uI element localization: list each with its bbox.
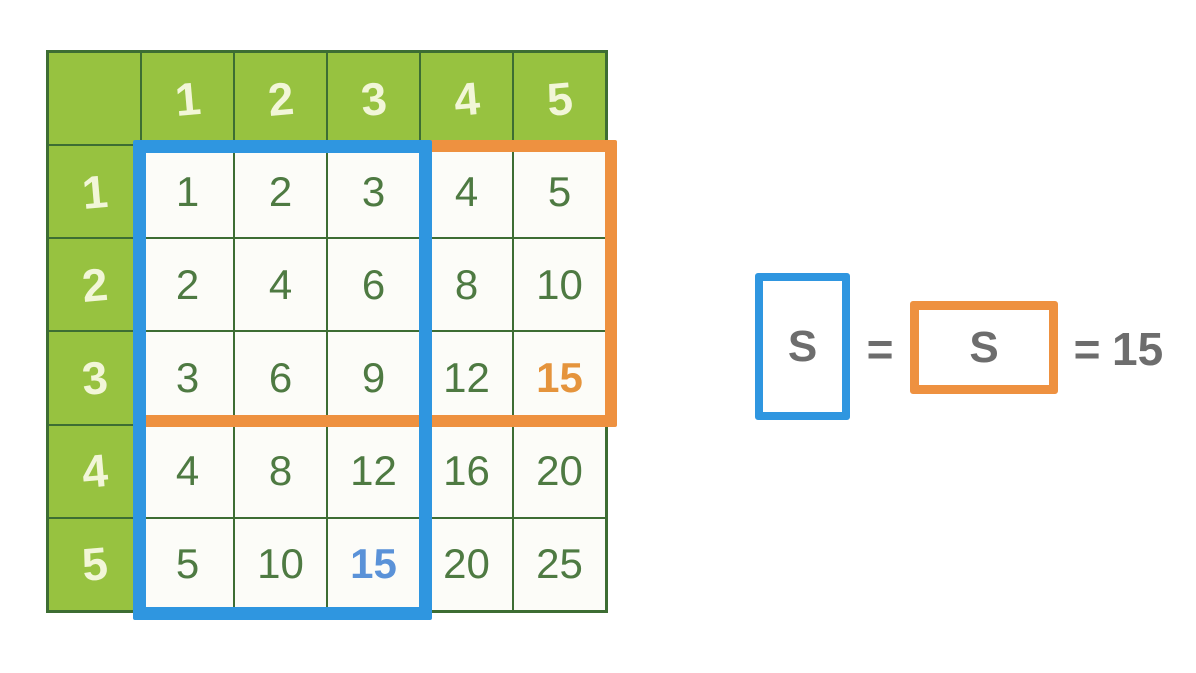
col-header-1-label: 1 bbox=[172, 71, 203, 126]
table-cell-r5c5: 25 bbox=[514, 518, 605, 610]
row-header-2: 2 bbox=[49, 239, 140, 331]
orange-sum-box: S bbox=[910, 301, 1058, 394]
row-header-3: 3 bbox=[49, 332, 140, 424]
blue-region-outline bbox=[133, 140, 432, 620]
table-cell-r5c4: 20 bbox=[421, 518, 512, 610]
table-corner-cell bbox=[49, 53, 140, 145]
table-cell-r5c2: 10 bbox=[235, 518, 326, 610]
col-header-5: 5 bbox=[514, 53, 605, 145]
table-cell-r3c2: 6 bbox=[235, 332, 326, 424]
table-cell-r2c3: 6 bbox=[328, 239, 419, 331]
row-header-1-label: 1 bbox=[79, 164, 110, 219]
table-cell-r2c3-label: 6 bbox=[361, 260, 386, 308]
col-header-4-label: 4 bbox=[451, 71, 482, 126]
table-cell-r1c5-label: 5 bbox=[547, 167, 572, 215]
table-cell-r5c1-label: 5 bbox=[175, 540, 200, 588]
equals-sign-1: = bbox=[866, 323, 894, 375]
col-header-1: 1 bbox=[142, 53, 233, 145]
row-header-3-label: 3 bbox=[79, 351, 110, 406]
table-cell-r1c1: 1 bbox=[142, 146, 233, 238]
table-cell-r3c4-label: 12 bbox=[443, 354, 490, 402]
highlighted-cell-blue: 15 bbox=[328, 518, 419, 610]
table-cell-r2c4-label: 8 bbox=[454, 260, 479, 308]
table-cell-r1c2-label: 2 bbox=[268, 167, 293, 215]
table-cell-r4c3-label: 12 bbox=[350, 447, 397, 495]
table-cell-r2c5-label: 10 bbox=[536, 260, 583, 308]
table-cell-r2c5: 10 bbox=[514, 239, 605, 331]
orange-region-outline bbox=[133, 140, 617, 427]
row-header-1: 1 bbox=[49, 146, 140, 238]
table-cell-r1c1-label: 1 bbox=[175, 167, 200, 215]
table-cell-r3c3-label: 9 bbox=[361, 354, 386, 402]
highlighted-cell-orange-label: 15 bbox=[536, 354, 583, 402]
table-cell-r5c2-label: 10 bbox=[257, 540, 304, 588]
equation-result: 15 bbox=[1112, 323, 1164, 375]
table-cell-r4c1-label: 4 bbox=[175, 447, 200, 495]
table-cell-r4c5: 20 bbox=[514, 425, 605, 517]
table-cell-r2c2: 4 bbox=[235, 239, 326, 331]
table-cell-r5c4-label: 20 bbox=[443, 540, 490, 588]
table-cell-r5c5-label: 25 bbox=[536, 540, 583, 588]
blue-sum-box: S bbox=[755, 273, 850, 420]
table-cell-r1c5: 5 bbox=[514, 146, 605, 238]
col-header-3-label: 3 bbox=[358, 71, 389, 126]
table-cell-r4c1: 4 bbox=[142, 425, 233, 517]
col-header-4: 4 bbox=[421, 53, 512, 145]
highlighted-cell-orange: 15 bbox=[514, 332, 605, 424]
col-header-2: 2 bbox=[235, 53, 326, 145]
col-header-3: 3 bbox=[328, 53, 419, 145]
table-cell-r4c5-label: 20 bbox=[536, 447, 583, 495]
table-cell-r3c3: 9 bbox=[328, 332, 419, 424]
table-cell-r1c4-label: 4 bbox=[454, 167, 479, 215]
table-cell-r4c2-label: 8 bbox=[268, 447, 293, 495]
table-cell-r4c4-label: 16 bbox=[443, 447, 490, 495]
table-cell-r4c3: 12 bbox=[328, 425, 419, 517]
blue-sum-label: S bbox=[787, 321, 818, 371]
highlighted-cell-blue-label: 15 bbox=[350, 540, 397, 588]
table-cell-r3c1-label: 3 bbox=[175, 354, 200, 402]
row-header-5-label: 5 bbox=[79, 537, 110, 592]
table-cell-r2c1-label: 2 bbox=[175, 260, 200, 308]
table-cell-r2c1: 2 bbox=[142, 239, 233, 331]
table-cell-r2c4: 8 bbox=[421, 239, 512, 331]
col-header-5-label: 5 bbox=[544, 71, 575, 126]
table-cell-r4c4: 16 bbox=[421, 425, 512, 517]
table-cell-r1c2: 2 bbox=[235, 146, 326, 238]
table-cell-r1c3: 3 bbox=[328, 146, 419, 238]
col-header-2-label: 2 bbox=[265, 71, 296, 126]
table-cell-r1c4: 4 bbox=[421, 146, 512, 238]
table-cell-r5c1: 5 bbox=[142, 518, 233, 610]
orange-sum-label: S bbox=[969, 322, 999, 372]
equals-sign-2: = bbox=[1073, 323, 1101, 375]
table-cell-r3c1: 3 bbox=[142, 332, 233, 424]
table-cell-r3c2-label: 6 bbox=[268, 354, 293, 402]
row-header-4-label: 4 bbox=[79, 444, 110, 499]
row-header-4: 4 bbox=[49, 425, 140, 517]
table-cell-r1c3-label: 3 bbox=[361, 167, 386, 215]
table-cell-r4c2: 8 bbox=[235, 425, 326, 517]
row-header-2-label: 2 bbox=[79, 257, 110, 312]
table-cell-r3c4: 12 bbox=[421, 332, 512, 424]
row-header-5: 5 bbox=[49, 518, 140, 610]
table-cell-r2c2-label: 4 bbox=[268, 260, 293, 308]
